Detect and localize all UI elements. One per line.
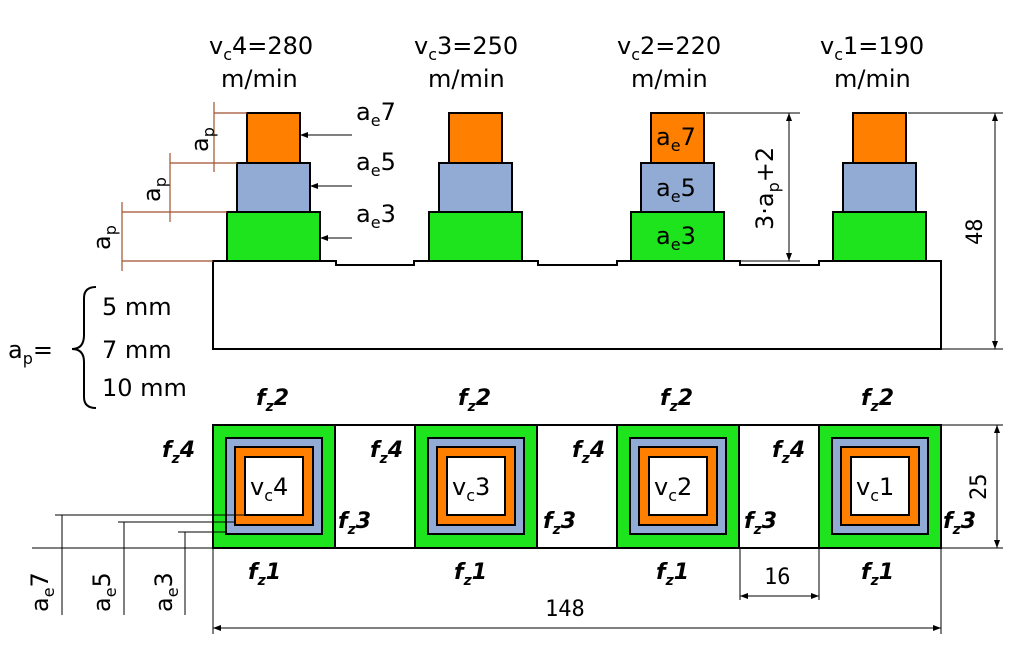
width-25-dimension xyxy=(941,424,1003,549)
ae5-depth-label: ae5 xyxy=(88,572,120,612)
width-25-arrow-bottom xyxy=(994,540,1000,548)
ae-depth-dimension-lines xyxy=(32,514,245,615)
speed-label-vc3: vc3=250 m/min xyxy=(414,32,518,93)
svg-text:fz3: fz3 xyxy=(543,509,576,538)
ap-label-low: ap xyxy=(88,225,120,250)
height-formula-label: 3·ap+2 xyxy=(751,147,783,230)
svg-text:fz1: fz1 xyxy=(861,560,894,589)
spacing-16-arrow-left xyxy=(740,593,748,599)
ap-label-mid: ap xyxy=(138,177,170,202)
svg-text:fz3: fz3 xyxy=(943,509,976,538)
top-block-vc2: vc2 xyxy=(616,424,740,549)
top-block-vc3: vc3 xyxy=(414,424,538,549)
speed-label-vc2: vc2=220 m/min xyxy=(617,32,721,93)
svg-text:m/min: m/min xyxy=(428,65,505,93)
ae-leader-arrows xyxy=(300,132,328,241)
step-stack-vc1 xyxy=(832,112,927,262)
height-48-arrow-top xyxy=(992,113,998,121)
width-25-label: 25 xyxy=(967,474,992,501)
svg-text:vc3=250: vc3=250 xyxy=(414,32,518,64)
ae7-leader-label: ae7 xyxy=(356,98,396,130)
ap-dimension-lines xyxy=(121,102,247,271)
svg-text:vc2=220: vc2=220 xyxy=(617,32,721,64)
svg-text:m/min: m/min xyxy=(631,65,708,93)
svg-text:fz2: fz2 xyxy=(861,386,894,415)
svg-text:vc1=190: vc1=190 xyxy=(820,32,924,64)
total-148-dimension xyxy=(212,548,942,634)
total-148-label: 148 xyxy=(545,597,585,622)
svg-text:m/min: m/min xyxy=(834,65,911,93)
top-block-vc4: vc4 xyxy=(212,424,336,549)
ae3-leader-label: ae3 xyxy=(356,200,396,232)
total-148-arrow-left xyxy=(213,625,221,631)
ap-label-top: ap xyxy=(186,127,218,152)
total-148-arrow-right xyxy=(933,625,941,631)
svg-text:fz2: fz2 xyxy=(660,386,693,415)
height-48-arrow-bottom xyxy=(992,341,998,349)
svg-text:vc3: vc3 xyxy=(452,473,490,505)
ae7-depth-label: ae7 xyxy=(26,572,58,612)
svg-text:fz2: fz2 xyxy=(256,386,289,415)
height-formula-arrow-top xyxy=(786,113,792,121)
svg-text:fz1: fz1 xyxy=(656,560,689,589)
ap-option-5mm: 5 mm xyxy=(102,293,172,321)
ap-options-prefix: ap= xyxy=(8,336,53,368)
spacing-16-dimension xyxy=(739,548,820,600)
ae5-leader-label: ae5 xyxy=(356,148,396,180)
top-block-vc1: vc1 xyxy=(818,424,942,549)
speed-label-vc4: vc4=280 m/min xyxy=(209,32,313,93)
svg-text:fz1: fz1 xyxy=(248,560,281,589)
svg-text:vc1: vc1 xyxy=(856,473,894,505)
svg-text:fz4: fz4 xyxy=(572,438,605,467)
step-stack-vc3 xyxy=(428,112,523,262)
ae3-depth-label: ae3 xyxy=(150,572,182,612)
width-25-arrow-top xyxy=(994,425,1000,433)
svg-text:m/min: m/min xyxy=(221,65,298,93)
height-48-dimension xyxy=(908,112,1003,350)
ap-options-brace xyxy=(71,286,97,409)
height-formula-arrow-bottom xyxy=(786,253,792,261)
height-48-label: 48 xyxy=(963,219,988,246)
spacing-16-label: 16 xyxy=(764,565,791,590)
step-stack-vc4 xyxy=(226,112,321,262)
workpiece-base-outline xyxy=(212,260,942,350)
svg-text:vc4=280: vc4=280 xyxy=(209,32,313,64)
svg-text:fz2: fz2 xyxy=(458,386,491,415)
ap-option-7mm: 7 mm xyxy=(102,336,172,364)
step-stack-vc2 xyxy=(630,112,725,262)
svg-text:fz1: fz1 xyxy=(454,560,487,589)
ap-option-10mm: 10 mm xyxy=(102,374,187,402)
height-formula-dimension xyxy=(706,112,800,262)
svg-text:fz4: fz4 xyxy=(162,438,195,467)
spacing-16-arrow-right xyxy=(811,593,819,599)
speed-label-vc1: vc1=190 m/min xyxy=(820,32,924,93)
